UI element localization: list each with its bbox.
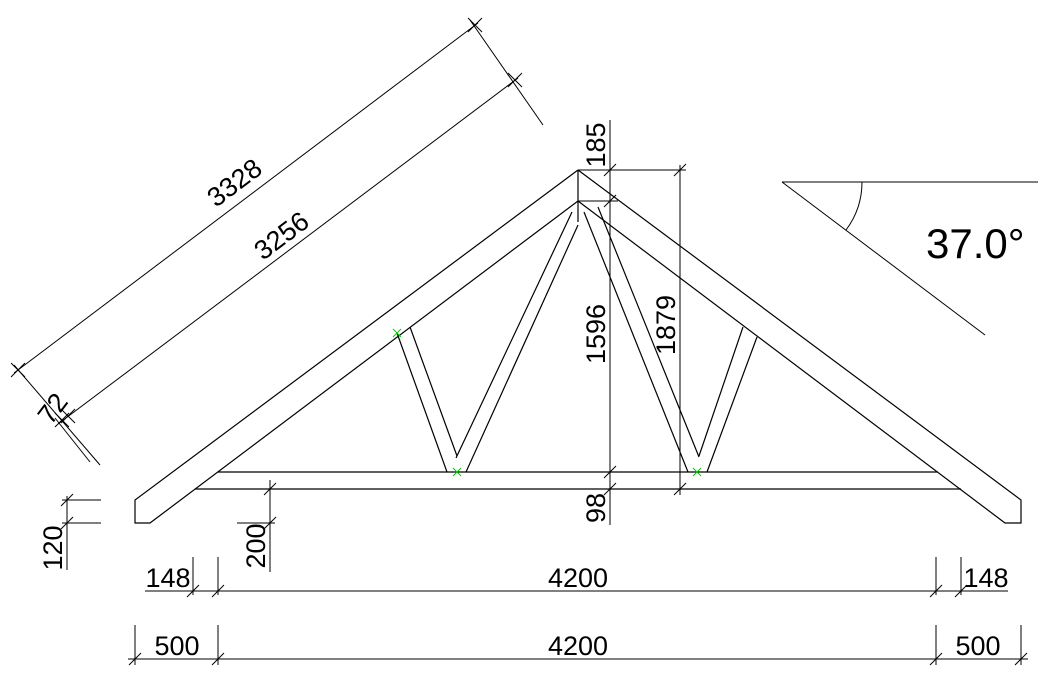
dimension-tick <box>603 163 617 177</box>
dim-185: 185 <box>581 122 611 167</box>
dimension-tick <box>128 652 142 666</box>
dimension-tick <box>673 482 687 496</box>
right-center-web-edge <box>597 206 700 458</box>
truss-members <box>134 169 1022 524</box>
dimension-tick <box>603 482 617 496</box>
dimension-tick <box>603 194 617 208</box>
dimension-tick <box>929 584 943 598</box>
dimension-tick <box>954 584 968 598</box>
dimension-tick <box>10 362 26 378</box>
dim-72: 72 <box>32 388 74 430</box>
dimension-tick <box>263 516 277 530</box>
dimension-tick <box>467 17 483 33</box>
dim-500-left: 500 <box>154 631 199 661</box>
dimension-tick <box>603 465 617 479</box>
left-top-chord <box>134 169 579 524</box>
right-top-chord <box>577 169 1022 524</box>
dim-200: 200 <box>241 523 271 568</box>
dim-1596: 1596 <box>581 304 611 364</box>
dimension-tick <box>60 408 76 424</box>
dim-148-right: 148 <box>963 563 1008 593</box>
dimension-tick <box>211 584 225 598</box>
dimension-tick <box>1014 652 1028 666</box>
dim-3256: 3256 <box>249 206 315 266</box>
dim-4200-inner: 4200 <box>548 563 608 593</box>
right-short-web-edge <box>706 336 758 473</box>
dimension-tick <box>263 482 277 496</box>
dim-1879: 1879 <box>651 295 681 355</box>
dim-3328: 3328 <box>202 153 268 213</box>
dimension-tick <box>211 652 225 666</box>
dimension-tick <box>507 72 523 88</box>
right-center-web <box>583 211 689 473</box>
dim-500-right: 500 <box>955 631 1000 661</box>
dimension-lines <box>10 17 1038 666</box>
dimension-tick <box>186 584 200 598</box>
dim-98: 98 <box>581 493 611 523</box>
dimension-tick <box>60 493 74 507</box>
right-short-web <box>698 326 744 457</box>
snap-markers <box>392 328 702 477</box>
dim-4200-span: 4200 <box>548 631 608 661</box>
left-short-web-edge <box>409 326 458 457</box>
left-short-web <box>396 332 448 473</box>
dim-148-left: 148 <box>145 563 190 593</box>
dim-120: 120 <box>38 525 68 570</box>
dimension-tick <box>929 652 943 666</box>
dimension-tick <box>673 163 687 177</box>
dimension-tick <box>60 516 74 530</box>
roof-pitch-label: 37.0° <box>926 220 1025 267</box>
left-center-web <box>455 211 573 459</box>
left-center-web-edge <box>465 224 579 473</box>
